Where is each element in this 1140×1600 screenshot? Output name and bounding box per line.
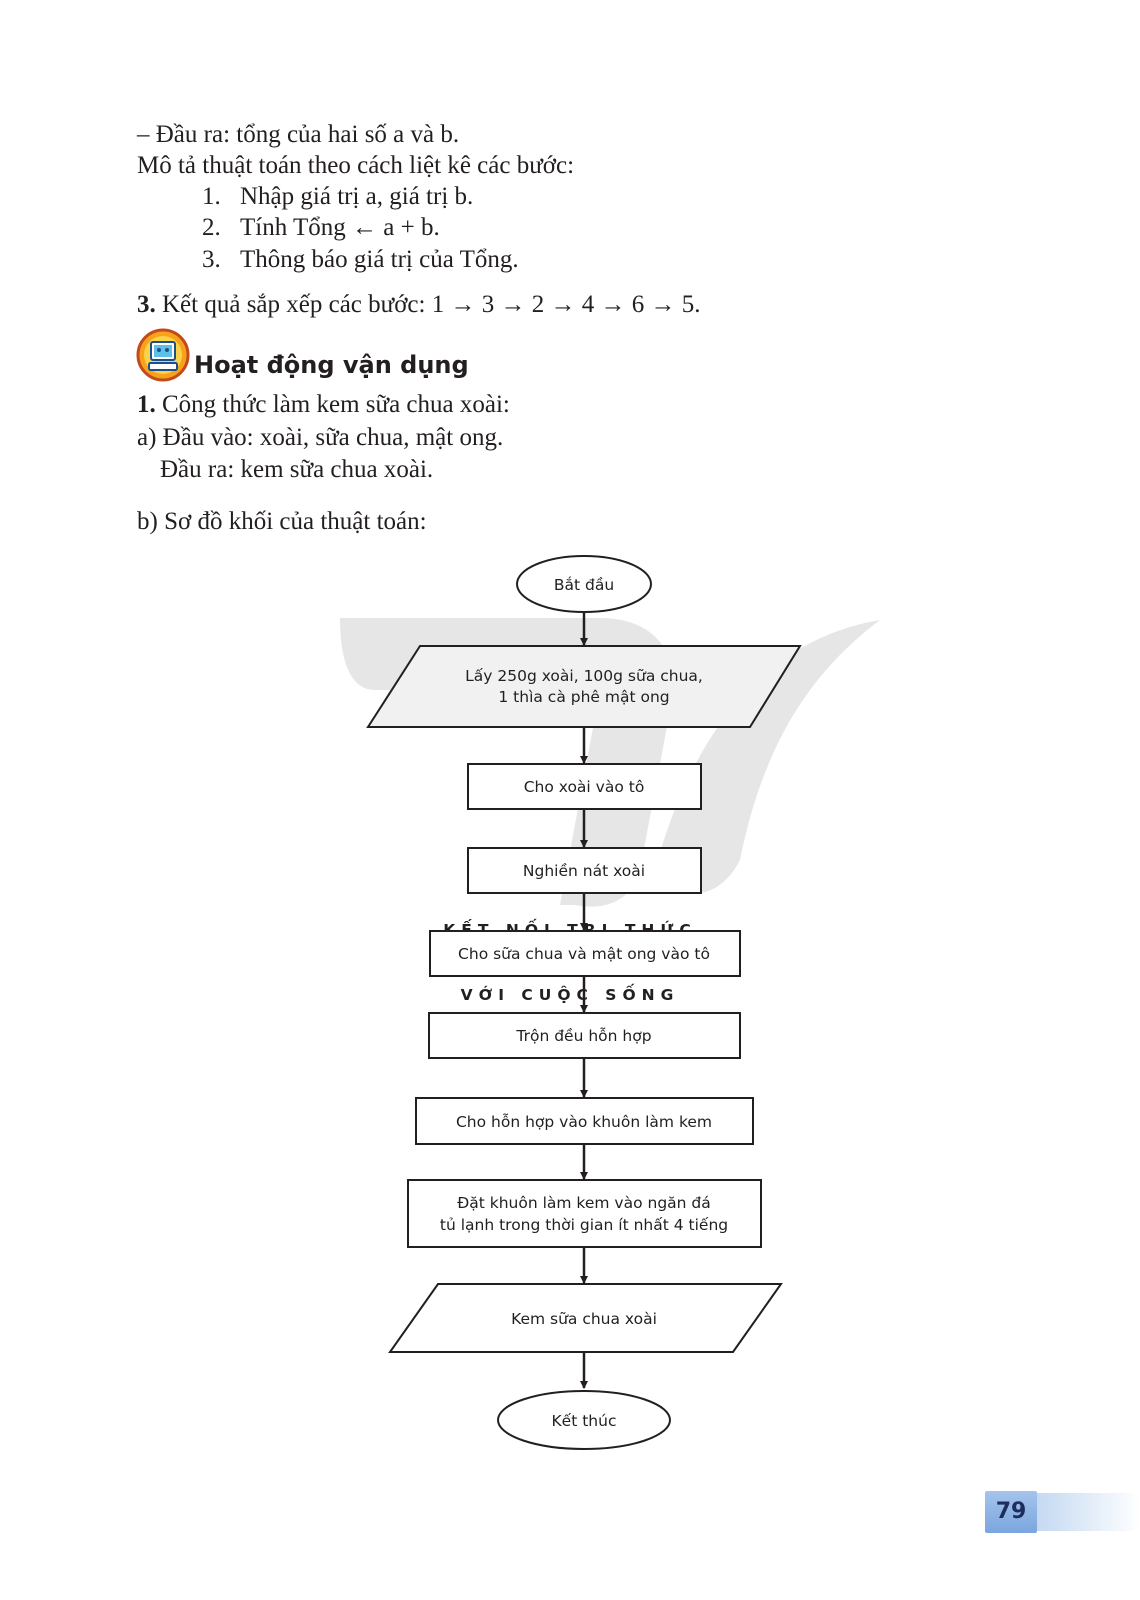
- step-text: Tính Tổng ← a + b.: [240, 214, 440, 241]
- part-a-output: Đầu ra: kem sữa chua xoài.: [160, 456, 434, 483]
- step-number: 3.: [202, 246, 221, 273]
- algorithm-description-intro: Mô tả thuật toán theo cách liệt kê các b…: [137, 152, 575, 179]
- question-1-number: 1.: [137, 391, 156, 418]
- step3-label: Cho sữa chua và mật ong vào tô: [458, 945, 710, 963]
- watermark-logo-shape: [340, 618, 674, 907]
- end-terminal: [497, 1390, 671, 1450]
- question-1-text: Công thức làm kem sữa chua xoài:: [162, 391, 510, 418]
- start-terminal: [516, 555, 652, 613]
- step-text: Thông báo giá trị của Tổng.: [240, 246, 519, 273]
- page-number: 79: [985, 1491, 1037, 1533]
- step4-box: [428, 1012, 741, 1059]
- step-number: 1.: [202, 183, 221, 210]
- step6-box: [407, 1179, 762, 1248]
- step3-box: [429, 930, 741, 977]
- step-list-item: 2. Tính Tổng ← a + b.: [202, 213, 440, 243]
- input-label-line-1: Lấy 250g xoài, 100g sữa chua,: [465, 667, 703, 685]
- answer-3: 3. Kết quả sắp xếp các bước: 1 → 3 → 2 →…: [137, 290, 700, 320]
- start-label: Bắt đầu: [554, 576, 614, 594]
- output-description: – Đầu ra: tổng của hai số a và b.: [137, 121, 460, 148]
- input-label-line-2: 1 thìa cà phê mật ong: [498, 688, 669, 706]
- watermark-line-2: VỚI CUỘC SỐNG: [461, 983, 680, 1004]
- step6-label-line-1: Đặt khuôn làm kem vào ngăn đá: [457, 1194, 711, 1212]
- answer-3-text: Kết quả sắp xếp các bước: 1 → 3 → 2 → 4 …: [162, 291, 701, 318]
- step5-label: Cho hỗn hợp vào khuôn làm kem: [456, 1113, 712, 1131]
- input-parallelogram: [366, 645, 802, 728]
- output-parallelogram: [388, 1283, 783, 1353]
- step6-label-line-2: tủ lạnh trong thời gian ít nhất 4 tiếng: [440, 1216, 728, 1234]
- end-label: Kết thúc: [552, 1412, 617, 1430]
- watermark-leaf-shape: [655, 620, 880, 894]
- answer-3-number: 3.: [137, 291, 156, 318]
- section-icon: [136, 328, 190, 382]
- output-label: Kem sữa chua xoài: [511, 1310, 657, 1328]
- computer-mascot-icon: [136, 328, 190, 382]
- question-1: 1. Công thức làm kem sữa chua xoài:: [137, 390, 510, 420]
- step1-box: [467, 763, 702, 810]
- part-b-label: b) Sơ đồ khối của thuật toán:: [137, 508, 427, 535]
- step2-label: Nghiền nát xoài: [523, 862, 645, 880]
- step-number: 2.: [202, 214, 221, 241]
- step2-box: [467, 847, 702, 894]
- section-title: Hoạt động vận dụng: [194, 351, 469, 379]
- step5-box: [415, 1097, 754, 1145]
- part-a-input: a) Đầu vào: xoài, sữa chua, mật ong.: [137, 424, 504, 451]
- step-list-item: 3. Thông báo giá trị của Tổng.: [202, 245, 519, 275]
- step4-label: Trộn đều hỗn hợp: [515, 1027, 651, 1045]
- step-text: Nhập giá trị a, giá trị b.: [240, 183, 474, 210]
- step1-label: Cho xoài vào tô: [524, 778, 645, 796]
- step-list-item: 1. Nhập giá trị a, giá trị b.: [202, 182, 473, 212]
